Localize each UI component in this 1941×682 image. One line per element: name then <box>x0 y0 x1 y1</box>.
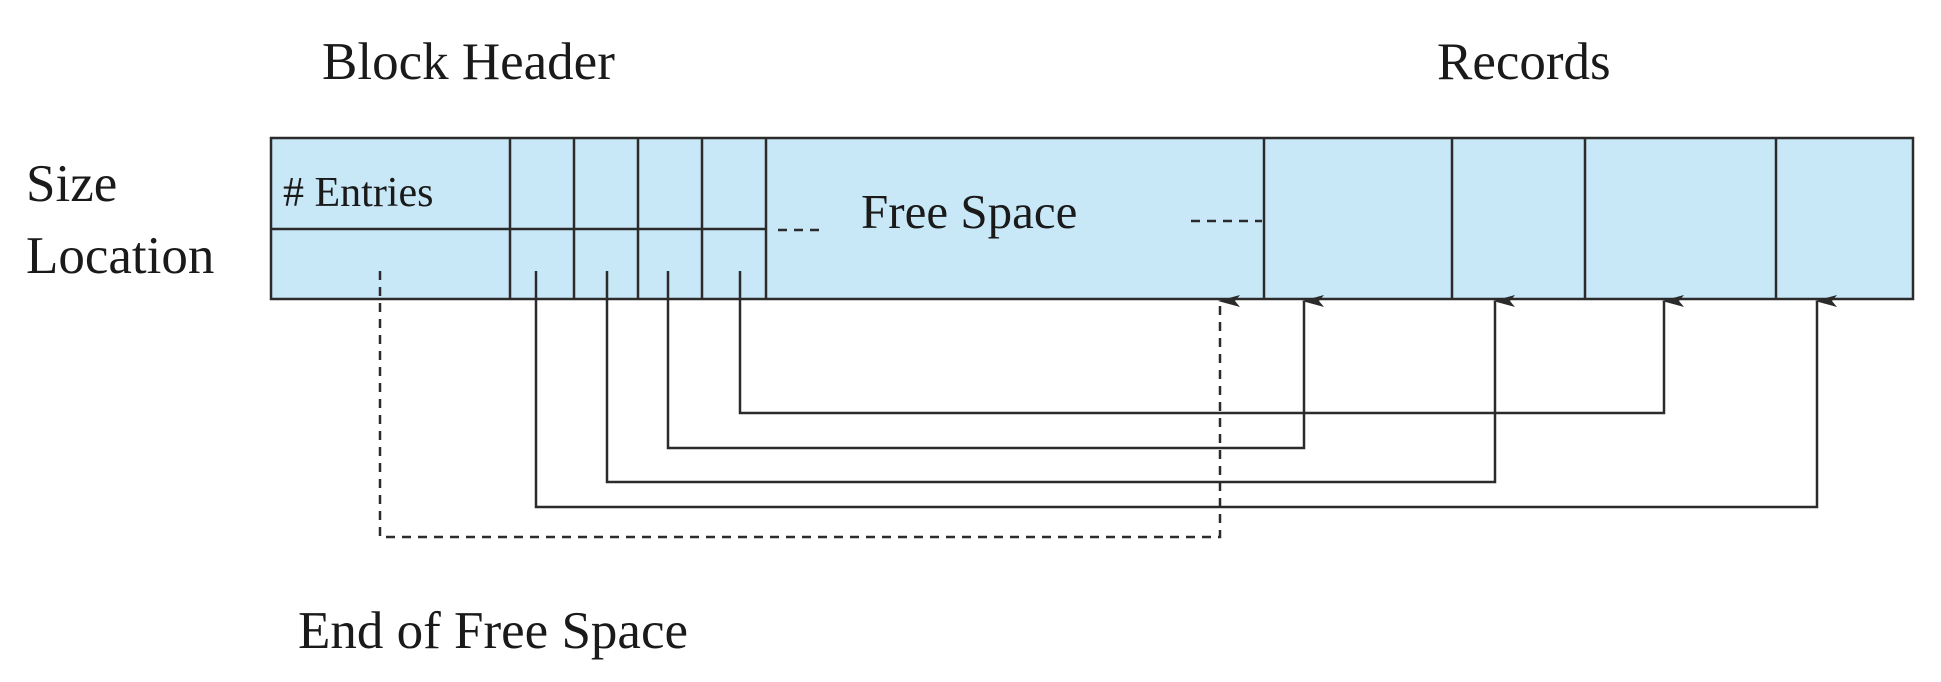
entries-label: # Entries <box>283 170 433 216</box>
slot2-pointer-arrow <box>605 271 1515 484</box>
slot3-pointer-arrow <box>666 271 1324 450</box>
block-outline <box>269 136 1915 301</box>
records-label: Records <box>1437 33 1611 91</box>
block-header-label: Block Header <box>322 33 615 91</box>
size-label: Size <box>26 155 117 213</box>
location-label: Location <box>26 227 214 285</box>
end-of-free-space-arrow <box>378 271 1240 539</box>
slot4-pointer-arrow <box>738 271 1684 415</box>
free-space-label: Free Space <box>861 184 1077 239</box>
end-of-free-space-label: End of Free Space <box>298 602 688 660</box>
slot1-pointer-arrow <box>534 271 1837 509</box>
